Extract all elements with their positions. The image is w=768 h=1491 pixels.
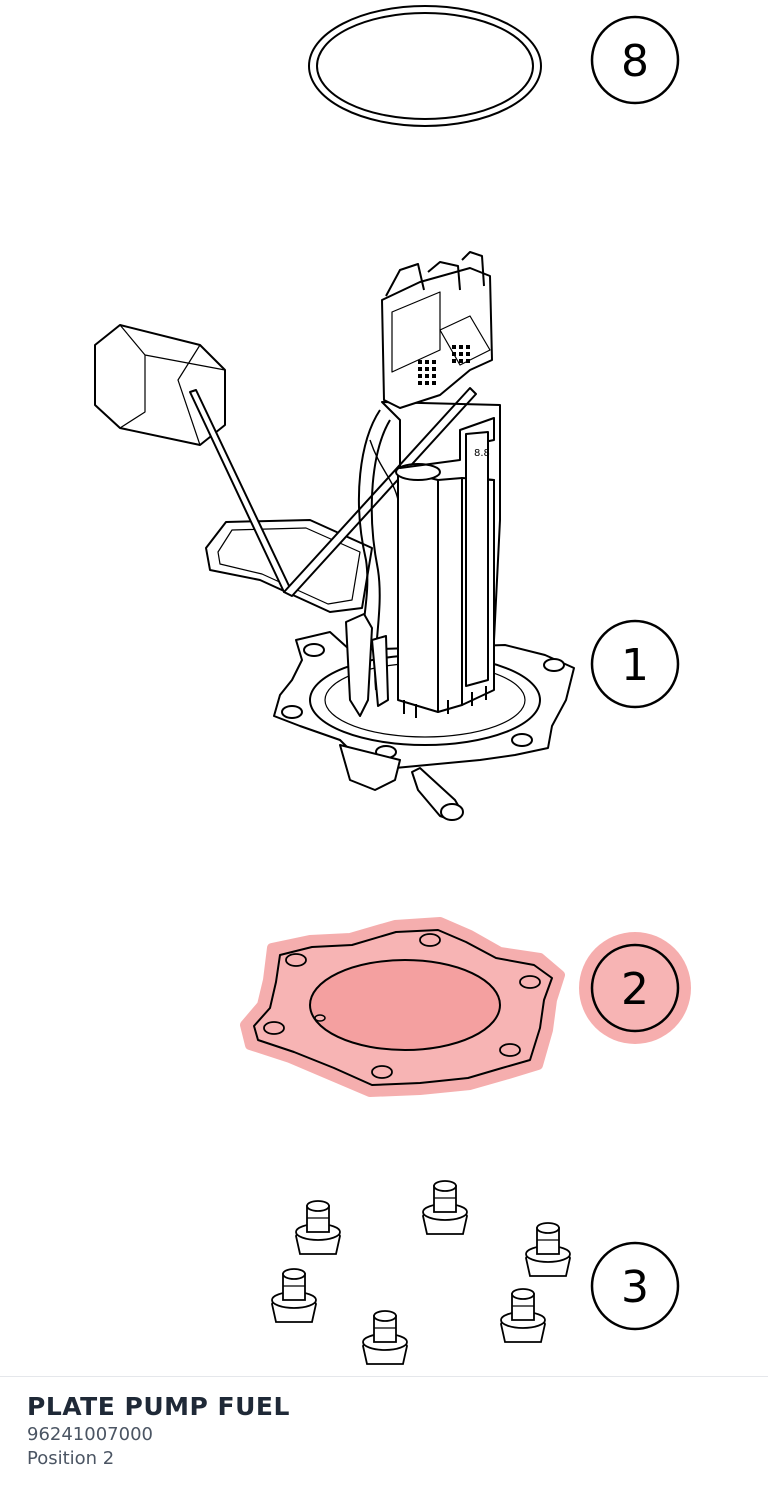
- part-2-gasket-plate[interactable]: [240, 917, 565, 1097]
- callout-8[interactable]: 8: [590, 15, 680, 105]
- part-3-bolts[interactable]: [271, 1180, 571, 1365]
- bolt: [362, 1310, 408, 1365]
- callout-8-label: 8: [621, 36, 649, 87]
- part-title: PLATE PUMP FUEL: [27, 1392, 290, 1421]
- parts-diagram: 8: [94, 5, 691, 1365]
- bolt: [271, 1268, 317, 1323]
- part-info-panel: PLATE PUMP FUEL 96241007000 Position 2: [0, 1376, 768, 1491]
- part-number: 96241007000: [27, 1424, 153, 1445]
- bolt: [295, 1200, 341, 1255]
- callout-1[interactable]: 1: [590, 619, 680, 709]
- svg-text:8.8: 8.8: [474, 448, 490, 459]
- part-1-fuel-pump-assembly[interactable]: 8.8: [94, 251, 575, 821]
- bolt: [525, 1222, 571, 1277]
- callout-1-label: 1: [621, 640, 649, 691]
- callout-2-label: 2: [621, 964, 649, 1015]
- bolt: [500, 1288, 546, 1343]
- callout-3[interactable]: 3: [590, 1241, 680, 1331]
- callout-2[interactable]: 2: [579, 932, 691, 1044]
- bolt: [422, 1180, 468, 1235]
- part-position: Position 2: [27, 1448, 115, 1469]
- part-8-o-ring[interactable]: [308, 5, 542, 127]
- callout-3-label: 3: [621, 1262, 649, 1313]
